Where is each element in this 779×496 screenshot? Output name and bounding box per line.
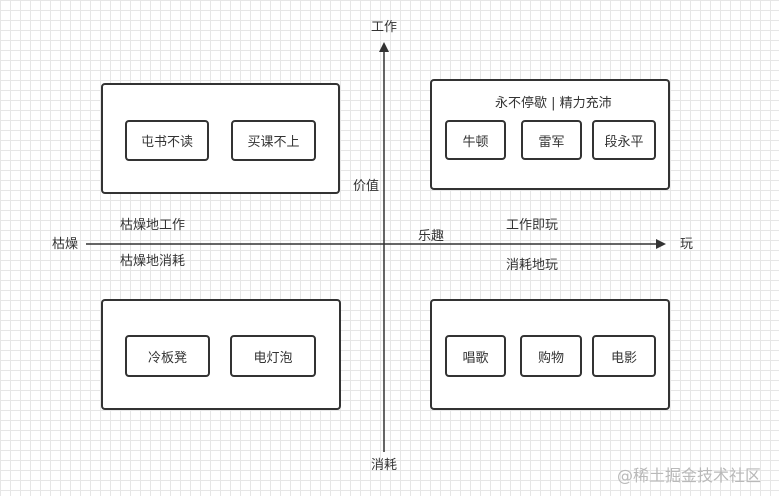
chip-item: 冷板凳 <box>125 335 210 377</box>
chip-item: 电灯泡 <box>230 335 316 377</box>
chip-item: 牛顿 <box>445 120 506 160</box>
chip-item: 唱歌 <box>445 335 506 377</box>
watermark: @稀土掘金技术社区 <box>617 466 762 485</box>
chip-item: 购物 <box>520 335 582 377</box>
panel-bottom-right: 唱歌 购物 电影 <box>430 299 670 410</box>
axis-label-bottom: 消耗 <box>371 458 398 473</box>
axis-label-left: 枯燥 <box>52 237 79 252</box>
panel-top-right: 永不停歇 | 精力充沛 牛顿 雷军 段永平 <box>430 79 670 190</box>
panel-bottom-left: 冷板凳 电灯泡 <box>101 299 341 410</box>
quadrant-label-right-upper: 工作即玩 <box>506 218 559 233</box>
panel-top-left: 屯书不读 买课不上 <box>101 83 340 194</box>
chip-item: 雷军 <box>521 120 582 160</box>
chip-item: 段永平 <box>592 120 656 160</box>
quadrant-label-left-upper: 枯燥地工作 <box>120 218 186 233</box>
axis-label-right: 玩 <box>680 237 694 252</box>
chip-item: 屯书不读 <box>125 120 209 161</box>
quadrant-label-right-lower: 消耗地玩 <box>506 258 559 273</box>
quadrant-label-left-lower: 枯燥地消耗 <box>120 254 186 269</box>
fun-label: 乐趣 <box>418 229 445 244</box>
panel-title: 永不停歇 | 精力充沛 <box>495 96 612 111</box>
value-label: 价值 <box>353 179 380 194</box>
chip-item: 电影 <box>592 335 656 377</box>
chip-item: 买课不上 <box>231 120 316 161</box>
axis-label-top: 工作 <box>371 20 398 35</box>
